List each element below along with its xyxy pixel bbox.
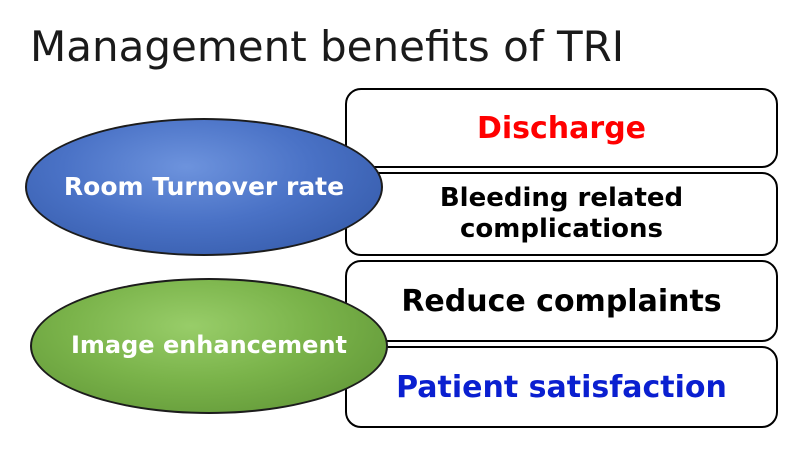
room-turnover-label: Room Turnover rate [63, 171, 345, 201]
page-title: Management benefits of TRI [30, 22, 625, 71]
image-enhancement-ellipse: Image enhancement [30, 278, 388, 414]
patient-satisfaction-box: Patient satisfaction [345, 346, 778, 428]
patient-satisfaction-label: Patient satisfaction [396, 369, 727, 405]
discharge-box: Discharge [345, 88, 778, 168]
room-turnover-ellipse: Room Turnover rate [25, 118, 383, 256]
reduce-complaints-box: Reduce complaints [345, 260, 778, 342]
discharge-label: Discharge [476, 110, 647, 146]
bleeding-complications-box: Bleeding related complications [345, 172, 778, 256]
image-enhancement-label: Image enhancement [70, 331, 348, 360]
bleeding-complications-label: Bleeding related complications [439, 182, 684, 244]
reduce-complaints-label: Reduce complaints [401, 283, 722, 319]
